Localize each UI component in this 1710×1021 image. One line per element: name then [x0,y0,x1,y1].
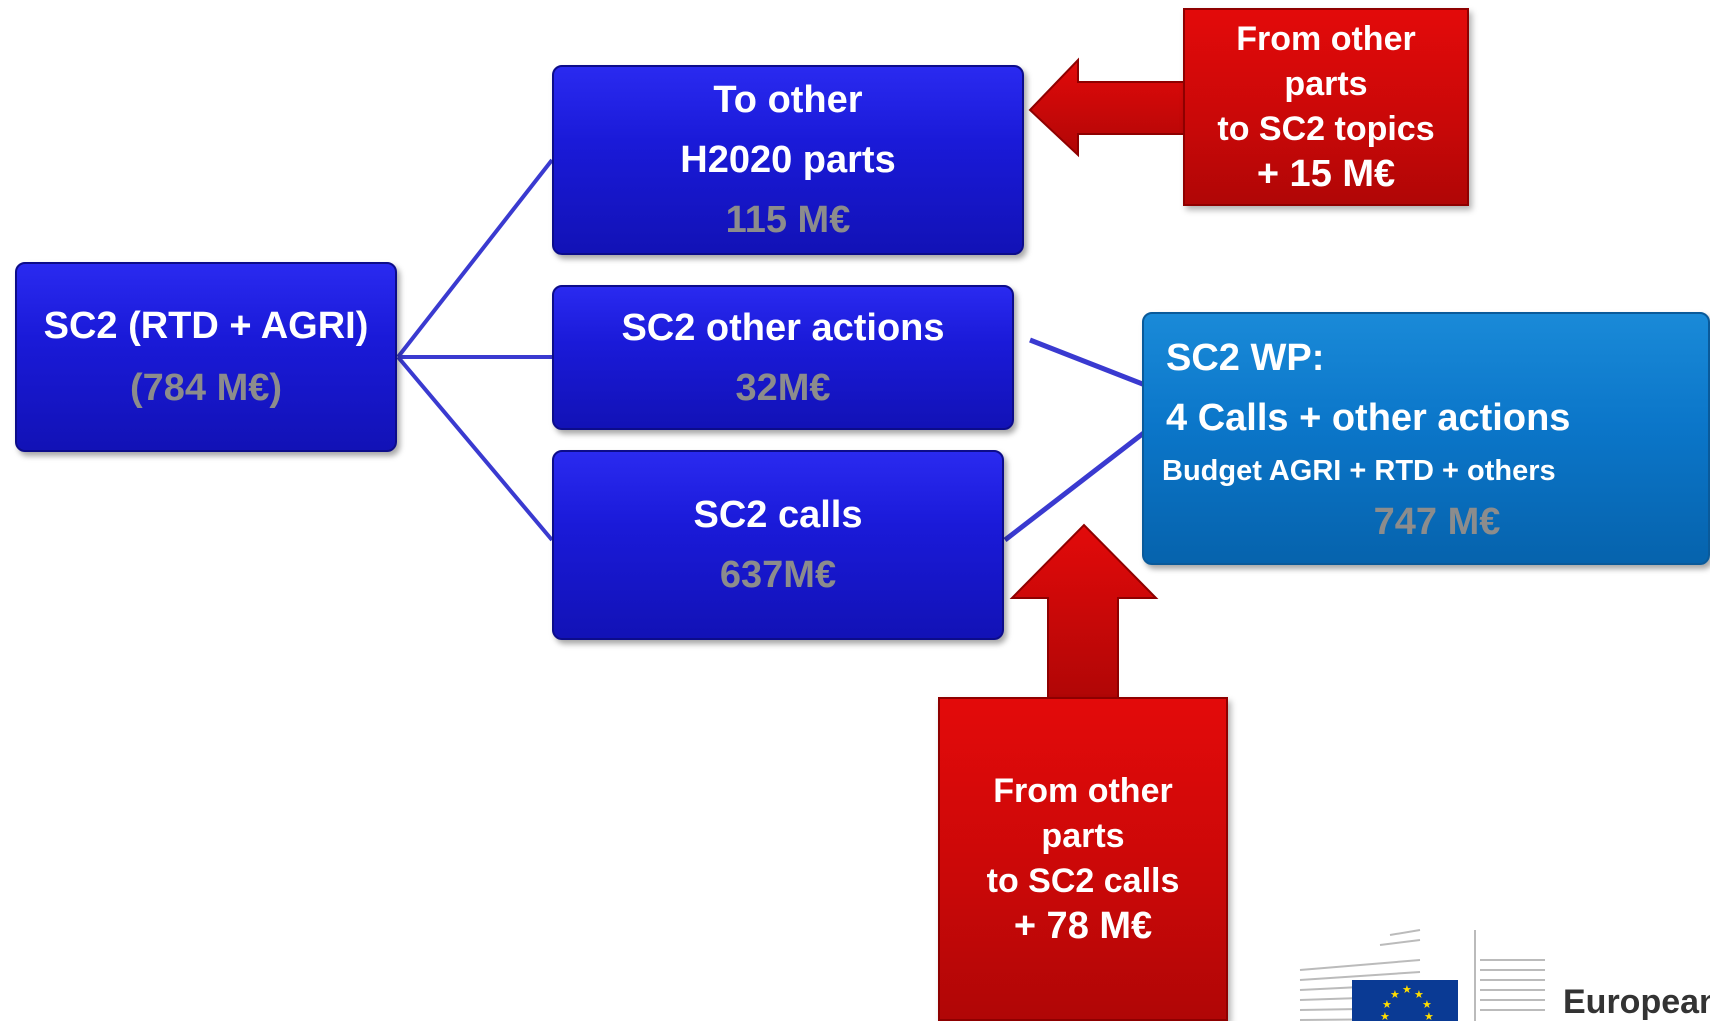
connector-calls-to-wp [1003,430,1147,542]
work-programme-box: SC2 WP: 4 Calls + other actions Budget A… [1142,312,1710,565]
inflow-bottom-line1: From other [993,772,1173,810]
wp-line3: Budget AGRI + RTD + others [1162,454,1556,487]
svg-text:★: ★ [1380,1010,1390,1021]
inflow-top-line1: From other [1236,20,1416,58]
eu-logo-text: European [1563,983,1710,1021]
inflow-top-line2: parts [1284,65,1368,103]
branch-h2020-line1: To other [713,79,863,121]
wp-amount: 747 M€ [1373,500,1501,543]
source-box: SC2 (RTD + AGRI) (784 M€) [15,262,397,452]
wp-line2: 4 Calls + other actions [1166,396,1571,439]
branch-calls-title: SC2 calls [693,494,863,536]
svg-text:★: ★ [1422,998,1432,1011]
svg-text:★: ★ [1414,988,1424,1001]
branch-h2020-box: To other H2020 parts 115 M€ [552,65,1024,255]
eu-flag-icon [1352,980,1458,1021]
connector-source-to-calls [396,355,554,542]
inflow-top-amount: + 15 M€ [1256,153,1396,195]
branch-other-actions-box: SC2 other actions 32M€ [552,285,1014,430]
branch-other-actions-title: SC2 other actions [621,306,945,349]
wp-line1: SC2 WP: [1166,336,1325,379]
inflow-bottom-amount: + 78 M€ [1013,905,1153,947]
inflow-bottom-line2: parts [1041,817,1125,855]
source-amount: (784 M€) [129,367,283,409]
source-title: SC2 (RTD + AGRI) [43,305,369,347]
svg-text:★: ★ [1424,1010,1434,1021]
connector-other-actions-to-wp [1029,337,1146,388]
branch-other-actions-amount: 32M€ [735,366,831,409]
inflow-bottom-box: From other parts to SC2 calls + 78 M€ [938,697,1228,1021]
svg-text:★: ★ [1390,988,1400,1001]
inflow-bottom-line3: to SC2 calls [986,862,1180,900]
eu-stars-icon: ★ ★ ★ ★ ★ ★ ★ [1380,983,1434,1021]
up-arrow-body [1009,523,1159,701]
branch-h2020-amount: 115 M€ [725,199,851,241]
svg-text:★: ★ [1402,983,1412,996]
arrow-left-red [1028,57,1186,158]
branch-calls-amount: 637M€ [719,554,837,596]
inflow-top-line3: to SC2 topics [1217,110,1435,148]
branch-calls-box: SC2 calls 637M€ [552,450,1004,640]
connector-source-to-h2020 [396,158,554,359]
svg-text:★: ★ [1382,998,1392,1011]
inflow-top-box: From other parts to SC2 topics + 15 M€ [1183,8,1469,206]
branch-h2020-line2: H2020 parts [680,139,896,181]
